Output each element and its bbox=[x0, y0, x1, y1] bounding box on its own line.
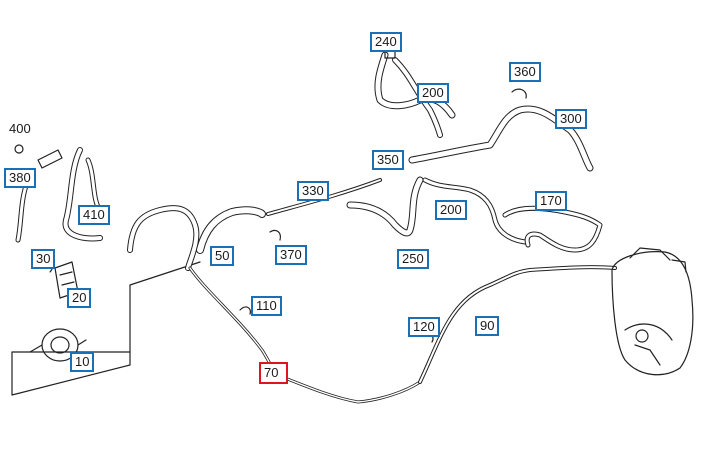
callout-240[interactable]: 240 bbox=[370, 32, 402, 52]
callout-50[interactable]: 50 bbox=[210, 246, 235, 266]
hose-170-inner bbox=[503, 206, 602, 252]
clamp-370 bbox=[269, 229, 281, 241]
hose-50 bbox=[127, 205, 200, 271]
line-90 bbox=[418, 265, 617, 384]
callout-70-highlighted[interactable]: 70 bbox=[259, 362, 288, 384]
callout-400: 400 bbox=[9, 121, 31, 136]
callout-200-lower[interactable]: 200 bbox=[435, 200, 467, 220]
callout-30[interactable]: 30 bbox=[31, 249, 56, 269]
hose-200-upper-b-inner bbox=[393, 58, 442, 137]
clamp-360 bbox=[511, 88, 527, 99]
hose-50-b-inner bbox=[197, 207, 265, 253]
line-70-inner bbox=[189, 267, 421, 403]
callout-300[interactable]: 300 bbox=[555, 109, 587, 129]
callout-20[interactable]: 20 bbox=[67, 288, 92, 308]
callout-330[interactable]: 330 bbox=[297, 181, 329, 201]
callout-90[interactable]: 90 bbox=[475, 316, 500, 336]
reservoir-tank bbox=[611, 247, 694, 376]
callout-170[interactable]: 170 bbox=[535, 191, 567, 211]
hose-200-lower-inner bbox=[423, 178, 527, 244]
pump-10 bbox=[29, 328, 87, 362]
line-70 bbox=[188, 266, 422, 404]
callout-380[interactable]: 380 bbox=[4, 168, 36, 188]
hose-250-inner bbox=[347, 177, 423, 236]
callout-110[interactable]: 110 bbox=[251, 296, 282, 316]
callout-410[interactable]: 410 bbox=[78, 205, 110, 225]
hose-50-inner bbox=[128, 206, 199, 270]
callout-200-upper[interactable]: 200 bbox=[417, 83, 449, 103]
connector-380 bbox=[37, 149, 63, 169]
clamp-110 bbox=[239, 306, 251, 315]
callout-10[interactable]: 10 bbox=[70, 352, 95, 372]
callout-370[interactable]: 370 bbox=[275, 245, 307, 265]
callout-360[interactable]: 360 bbox=[509, 62, 541, 82]
callout-120[interactable]: 120 bbox=[408, 317, 440, 337]
frame-line bbox=[129, 261, 201, 353]
callout-350[interactable]: 350 bbox=[372, 150, 404, 170]
hose-410-inner bbox=[63, 148, 102, 241]
hose-350-inner bbox=[409, 106, 593, 171]
bracket-20-detail bbox=[59, 271, 75, 286]
line-90-inner bbox=[419, 266, 616, 383]
callout-250[interactable]: 250 bbox=[397, 249, 429, 269]
clamp-400 bbox=[14, 144, 24, 154]
